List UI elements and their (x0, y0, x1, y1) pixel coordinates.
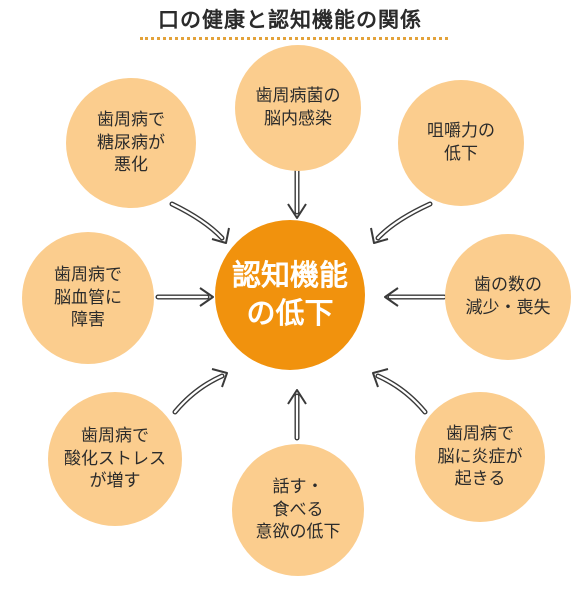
arrow-top-right (375, 201, 433, 241)
arrow-top-head (287, 203, 307, 219)
title-underline (140, 37, 448, 40)
cause-line: 酸化ストレス (64, 448, 166, 469)
cause-line: 脳に炎症が (437, 446, 523, 467)
arrow-top-left-head (211, 227, 230, 244)
cause-circle-bottom: 話す・ 食べる 意欲の低下 (232, 444, 364, 576)
arrow-top-right-head (370, 227, 389, 244)
cause-line: 糖尿病が (97, 132, 165, 153)
cause-line: 悪化 (114, 155, 148, 176)
arrow-bottom-left (172, 373, 225, 415)
arrow-bottom-right-head (372, 368, 389, 388)
arrow-bottom-left-inner (173, 374, 224, 414)
arrow-top-left (169, 201, 225, 241)
cause-circle-bottom-left: 歯周病で 酸化ストレス が増す (48, 392, 182, 526)
arrow-bottom-head (287, 389, 307, 405)
cause-circle-left: 歯周病で 脳血管に 障害 (22, 232, 154, 364)
cause-line: 脳血管に (54, 287, 122, 308)
arrow-bottom-right-inner (376, 374, 427, 414)
cause-circle-top-left: 歯周病で 糖尿病が 悪化 (66, 78, 196, 208)
cause-line: 食べる (272, 499, 324, 520)
arrow-top-left-inner (170, 202, 224, 240)
cause-line: 障害 (71, 310, 105, 331)
cause-line: 話す・ (272, 476, 324, 497)
cause-circle-right: 歯の数の 減少・喪失 (445, 234, 571, 360)
cause-line: 歯周病で (97, 109, 165, 130)
center-circle: 認知機能 の低下 (215, 220, 365, 370)
cause-line: 低下 (444, 144, 478, 164)
cause-circle-top-right: 咀嚼力の 低下 (398, 80, 524, 206)
cause-line: 歯周病で (81, 425, 149, 446)
arrow-bottom-right (375, 373, 428, 415)
cause-circle-bottom-right: 歯周病で 脳に炎症が 起きる (415, 392, 545, 522)
cause-line: 起きる (454, 469, 506, 490)
diagram-title: 口の健康と認知機能の関係 (158, 8, 422, 32)
cause-line: 歯周病で (446, 423, 514, 444)
cause-line: 歯周病で (54, 264, 122, 285)
center-line-1: 認知機能 (231, 258, 348, 293)
cause-line: 歯の数の (474, 275, 542, 296)
arrow-bottom-left-head (211, 368, 228, 388)
cause-circle-top: 歯周病菌の 脳内感染 (235, 45, 361, 171)
arrow-right-head (384, 287, 399, 307)
arrow-left-head (199, 287, 214, 307)
cause-line: 歯周病菌の (255, 86, 341, 107)
arrow-top-right-inner (376, 202, 432, 240)
cause-line: 脳内感染 (264, 109, 332, 129)
center-line-2: の低下 (246, 296, 334, 330)
cause-line: が増す (89, 471, 141, 492)
cause-line: 意欲の低下 (255, 522, 341, 543)
cause-line: 咀嚼力の (427, 121, 495, 142)
cause-line: 減少・喪失 (465, 298, 551, 318)
